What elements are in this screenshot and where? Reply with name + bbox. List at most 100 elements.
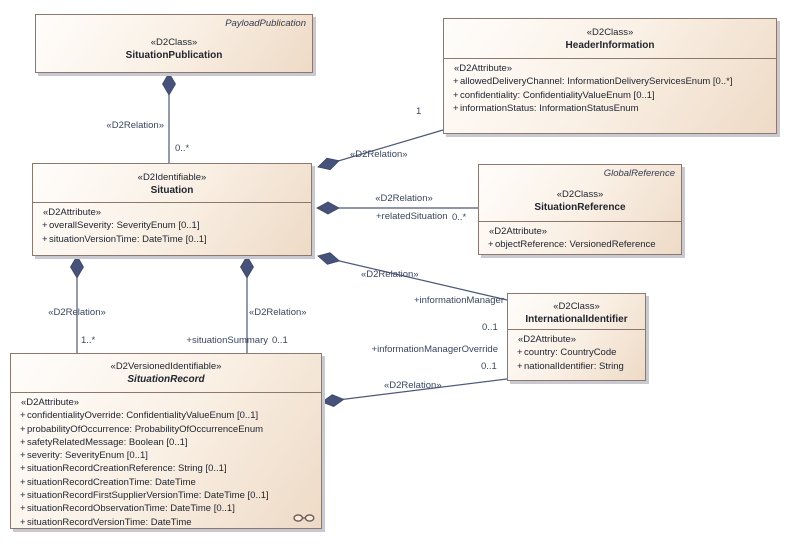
attribute-row: + situationVersionTime: DateTime [0..1] — [33, 233, 311, 246]
visibility: + — [20, 503, 26, 515]
multiplicity-label: 0..* — [175, 143, 190, 154]
multiplicity-label: 0..* — [452, 212, 467, 223]
class-stereotype: «D2Identifiable» — [137, 172, 207, 183]
relation-stereotype-label: «D2Relation» — [249, 307, 307, 318]
attribute-row: + country: CountryCode — [508, 346, 645, 359]
multiplicity-label: 0..1 — [482, 322, 498, 333]
visibility: + — [517, 347, 523, 359]
attribute-row: + safetyRelatedMessage: Boolean [0..1] — [11, 436, 321, 449]
relation-stereotype-label: «D2Relation» — [350, 149, 408, 160]
role-label: +situationSummary — [186, 335, 268, 346]
attribute-row: + allowedDeliveryChannel: InformationDel… — [444, 75, 776, 88]
composition-diamond — [317, 157, 340, 171]
attribute-stereotype: «D2Attribute» — [43, 207, 102, 218]
composition-diamond — [316, 201, 340, 215]
attribute-text: allowedDeliveryChannel: InformationDeliv… — [460, 76, 733, 88]
attribute-row: + situationRecordCreationReference: Stri… — [11, 462, 321, 475]
attribute-row: + situationRecordCreationTime: DateTime — [11, 476, 321, 489]
class-stereotype: «D2Class» — [150, 37, 198, 48]
class-situation-reference[interactable]: GlobalReference «D2Class» SituationRefer… — [478, 164, 682, 255]
attribute-text: objectReference: VersionedReference — [495, 239, 656, 251]
attribute-row: + situationRecordVersionTime: DateTime — [11, 516, 321, 529]
visibility: + — [453, 102, 459, 114]
composition-diamond — [321, 394, 345, 408]
class-name: SituationReference — [534, 202, 626, 213]
attribute-row: + nationalIdentifier: String — [508, 360, 645, 373]
linked-circles-icon — [293, 514, 315, 522]
composition-diamond — [317, 252, 341, 265]
role-label: +informationManager — [413, 295, 504, 306]
visibility: + — [20, 423, 26, 435]
class-name: InternationalIdentifier — [525, 314, 628, 325]
class-stereotype: «D2Class» — [556, 189, 604, 200]
attribute-row: + objectReference: VersionedReference — [479, 238, 681, 251]
class-header-information[interactable]: «D2Class» HeaderInformation «D2Attribute… — [443, 18, 777, 134]
attribute-text: probabilityOfOccurrence: ProbabilityOfOc… — [27, 423, 264, 435]
parent-type-label: GlobalReference — [603, 168, 675, 179]
attribute-row: + situationRecordObservationTime: DateTi… — [11, 502, 321, 515]
relation-stereotype-label: «D2Relation» — [361, 269, 419, 280]
visibility: + — [20, 516, 26, 528]
visibility: + — [453, 89, 459, 101]
role-label: +informationManagerOverride — [371, 344, 498, 355]
visibility: + — [20, 463, 26, 475]
class-stereotype: «D2Class» — [586, 27, 634, 38]
attribute-row: + confidentialityOverride: Confidentiali… — [11, 409, 321, 422]
attribute-row: + situationRecordFirstSupplierVersionTim… — [11, 489, 321, 502]
class-name: Situation — [150, 185, 194, 196]
class-situation-record[interactable]: «D2VersionedIdentifiable» SituationRecor… — [10, 353, 322, 529]
role-label: +relatedSituation — [376, 211, 448, 222]
multiplicity-label: 1 — [416, 106, 422, 117]
multiplicity-label: 1..* — [81, 335, 96, 346]
composition-diamond — [162, 72, 176, 96]
attribute-text: confidentialityOverride: Confidentiality… — [27, 410, 259, 422]
class-situation-publication[interactable]: PayloadPublication «D2Class» SituationPu… — [35, 14, 313, 73]
attribute-stereotype: «D2Attribute» — [21, 397, 80, 408]
attribute-stereotype: «D2Attribute» — [454, 63, 513, 74]
attribute-row: + informationStatus: InformationStatusEn… — [444, 102, 776, 115]
attribute-row: + severity: SeverityEnum [0..1] — [11, 449, 321, 462]
visibility: + — [488, 239, 494, 251]
visibility: + — [20, 436, 26, 448]
relation-stereotype-label: «D2Relation» — [48, 307, 106, 318]
attribute-stereotype: «D2Attribute» — [518, 334, 577, 345]
relation-stereotype-label: «D2Relation» — [384, 380, 442, 391]
class-situation[interactable]: «D2Identifiable» Situation «D2Attribute»… — [32, 163, 312, 256]
class-stereotype: «D2VersionedIdentifiable» — [110, 361, 222, 372]
composition-diamond — [70, 255, 84, 279]
visibility: + — [517, 360, 523, 372]
attribute-text: severity: SeverityEnum [0..1] — [27, 450, 148, 462]
attribute-text: situationRecordCreationReference: String… — [27, 463, 227, 475]
multiplicity-label: 0..1 — [272, 335, 288, 346]
attribute-text: situationVersionTime: DateTime [0..1] — [49, 233, 207, 245]
visibility: + — [20, 490, 26, 502]
visibility: + — [20, 476, 26, 488]
attribute-text: country: CountryCode — [524, 347, 617, 359]
attribute-text: situationRecordVersionTime: DateTime — [27, 516, 192, 528]
attribute-row: + confidentiality: ConfidentialityValueE… — [444, 89, 776, 102]
attribute-stereotype: «D2Attribute» — [489, 226, 548, 237]
parent-type-label: PayloadPublication — [225, 18, 306, 29]
composition-diamond — [240, 255, 254, 279]
class-international-identifier[interactable]: «D2Class» InternationalIdentifier «D2Att… — [507, 293, 646, 381]
class-name: SituationRecord — [127, 374, 205, 385]
visibility: + — [453, 76, 459, 88]
attribute-text: confidentiality: ConfidentialityValueEnu… — [460, 89, 655, 101]
class-name: SituationPublication — [125, 50, 223, 61]
attribute-text: situationRecordObservationTime: DateTime… — [27, 503, 235, 515]
visibility: + — [20, 410, 26, 422]
attribute-text: safetyRelatedMessage: Boolean [0..1] — [27, 436, 188, 448]
attribute-row: + probabilityOfOccurrence: ProbabilityOf… — [11, 423, 321, 436]
attribute-text: situationRecordCreationTime: DateTime — [27, 476, 196, 488]
attribute-text: overallSeverity: SeverityEnum [0..1] — [49, 220, 200, 232]
attribute-text: situationRecordFirstSupplierVersionTime:… — [27, 490, 269, 502]
attribute-text: informationStatus: InformationStatusEnum — [460, 102, 639, 114]
visibility: + — [20, 450, 26, 462]
attribute-row: + overallSeverity: SeverityEnum [0..1] — [33, 219, 311, 232]
relation-stereotype-label: «D2Relation» — [375, 193, 433, 204]
visibility: + — [42, 220, 48, 232]
multiplicity-label: 0..1 — [481, 361, 497, 372]
class-stereotype: «D2Class» — [553, 301, 600, 312]
relation-stereotype-label: «D2Relation» — [106, 120, 164, 131]
